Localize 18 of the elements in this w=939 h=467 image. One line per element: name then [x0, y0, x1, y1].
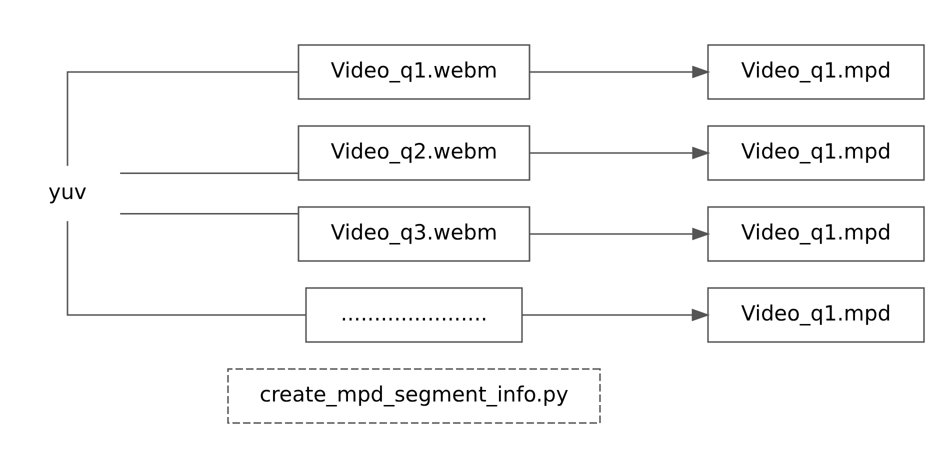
node-box: Video_q1.webm — [298, 44, 530, 100]
node-text: yuv — [48, 180, 87, 204]
connector — [120, 212, 298, 214]
node-box: Video_q1.mpd — [707, 206, 925, 262]
node-box: Video_q1.mpd — [707, 124, 925, 180]
node-box: Video_q1.mpd — [707, 286, 925, 342]
arrow — [530, 65, 710, 78]
node-box: Video_q2.webm — [298, 124, 530, 180]
arrow — [522, 308, 710, 321]
connector — [66, 220, 306, 316]
node-box: create_mpd_segment_info.py — [227, 368, 601, 424]
connector — [66, 70, 298, 166]
node-box: Video_q1.mpd — [707, 44, 925, 100]
arrow — [530, 227, 710, 240]
node-box: Video_q3.webm — [298, 206, 530, 262]
connector — [120, 172, 298, 174]
arrow — [530, 146, 710, 159]
node-box: ...................... — [305, 286, 523, 342]
